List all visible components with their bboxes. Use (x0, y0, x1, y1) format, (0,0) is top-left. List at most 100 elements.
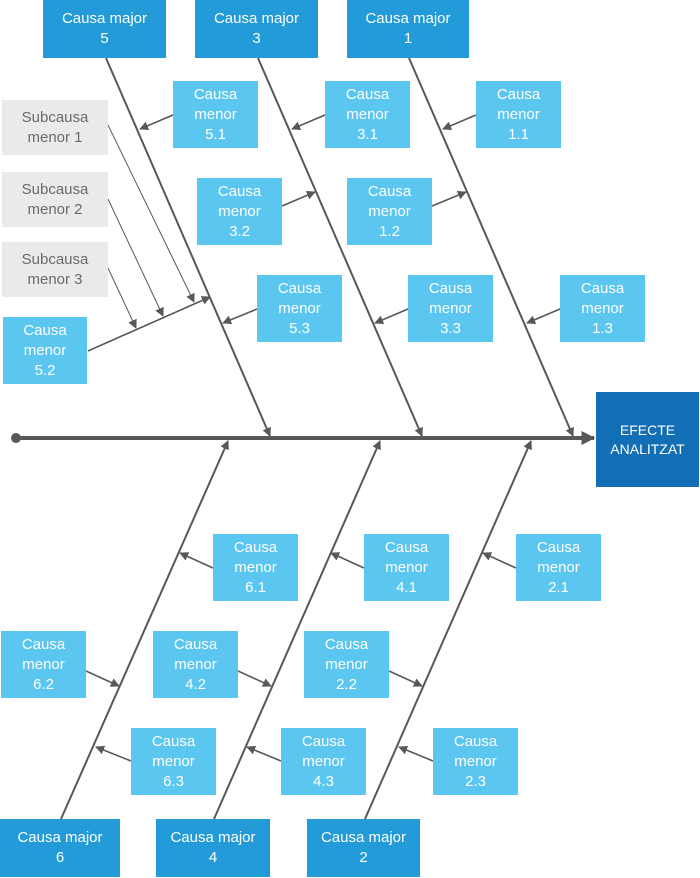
minor-cause-label: menor (194, 105, 237, 123)
minor-cause-number: 4.3 (313, 772, 334, 790)
arrow-minor-2.2 (388, 670, 423, 687)
arrow-minor-2.1 (482, 552, 517, 569)
major-cause-label: Causa major (61, 10, 148, 27)
minor-cause-label: menor (218, 202, 261, 220)
minor-cause-number: 5.3 (289, 319, 310, 337)
minor-cause-label: menor (346, 105, 389, 123)
minor-cause-number: 6.1 (245, 578, 266, 596)
bone-major-3 (257, 57, 423, 437)
minor-cause-number: 4.2 (185, 675, 206, 693)
subcause-label: Subcausa (21, 108, 89, 126)
minor-cause-label: menor (23, 341, 67, 359)
bone-major-2 (364, 440, 532, 820)
major-cause-number: 5 (100, 30, 109, 47)
minor-cause-label: menor (537, 558, 580, 576)
major-cause-label: Causa major (320, 829, 407, 846)
minor-cause-number: 3.1 (357, 125, 378, 143)
major-cause-5: Causa major 5 (43, 0, 166, 58)
minor-cause-3.2: Causa menor 3.2 (197, 178, 282, 245)
minor-cause-number: 5.2 (34, 361, 56, 379)
minor-cause-1.1: Causa menor 1.1 (476, 81, 561, 148)
arrow-subcause-3 (107, 267, 137, 329)
major-cause-label: Causa major (170, 829, 256, 846)
minor-cause-3.1: Causa menor 3.1 (325, 81, 410, 148)
arrow-minor-4.3 (246, 745, 282, 762)
effect-line2: ANALITZAT (610, 440, 685, 457)
minor-cause-number: 1.1 (508, 125, 529, 143)
arrow-minor-6.3 (95, 745, 132, 762)
minor-cause-number: 2.3 (465, 772, 486, 790)
minor-cause-label: Causa (428, 279, 473, 297)
arrow-minor-6.1 (179, 552, 214, 569)
arrow-minor-4.1 (330, 552, 365, 569)
minor-cause-label: Causa (193, 85, 238, 103)
minor-cause-number: 5.1 (205, 125, 226, 143)
major-cause-number: 6 (55, 849, 65, 866)
minor-cause-label: menor (368, 202, 411, 220)
subcause-label: Subcausa (21, 180, 89, 198)
minor-cause-6.2: Causa menor 6.2 (1, 631, 86, 698)
minor-cause-label: Causa (151, 732, 196, 750)
minor-cause-number: 1.2 (379, 222, 400, 240)
major-cause-label: Causa major (213, 10, 300, 27)
minor-cause-5.2: Causa menor 5.2 (3, 317, 87, 384)
subcause-number: menor 2 (27, 200, 83, 218)
arrow-minor-5.1 (139, 114, 174, 130)
minor-cause-label: menor (385, 558, 428, 576)
minor-cause-2.3: Causa menor 2.3 (433, 728, 518, 795)
minor-cause-label: Causa (21, 635, 66, 653)
arrow-subcause-1 (107, 124, 195, 303)
arrow-minor-4.2 (237, 670, 272, 687)
arrow-minor-3.2 (281, 191, 316, 207)
major-cause-2: Causa major 2 (307, 819, 420, 877)
effect-box: EFECTE ANALITZAT (596, 392, 699, 487)
minor-cause-label: menor (429, 299, 472, 317)
minor-cause-label: menor (152, 752, 195, 770)
major-cause-3: Causa major 3 (195, 0, 318, 58)
minor-cause-number: 1.3 (592, 319, 613, 337)
minor-cause-label: Causa (367, 182, 412, 200)
major-cause-number: 3 (252, 30, 261, 47)
bone-major-1 (408, 57, 574, 437)
subcause-label: Subcausa (21, 250, 89, 268)
minor-cause-label: Causa (580, 279, 625, 297)
minor-cause-label: Causa (277, 279, 322, 297)
minor-cause-label: Causa (173, 635, 218, 653)
major-cause-4: Causa major 4 (156, 819, 270, 877)
subcause-2: Subcausa menor 2 (2, 172, 108, 227)
arrow-minor-1.3 (526, 308, 561, 324)
arrow-minor-2.3 (398, 745, 434, 762)
minor-cause-label: Causa (324, 635, 369, 653)
minor-cause-label: Causa (23, 321, 67, 339)
minor-cause-number: 3.3 (440, 319, 461, 337)
arrow-minor-6.2 (85, 670, 120, 687)
minor-cause-label: menor (454, 752, 497, 770)
subcause-1: Subcausa menor 1 (2, 100, 108, 155)
minor-cause-number: 3.2 (229, 222, 250, 240)
minor-cause-label: menor (22, 655, 65, 673)
minor-cause-label: Causa (453, 732, 498, 750)
minor-cause-2.1: Causa menor 2.1 (516, 534, 601, 601)
minor-cause-label: Causa (384, 538, 429, 556)
minor-cause-number: 2.2 (336, 675, 357, 693)
bone-major-5 (105, 57, 271, 437)
arrow-minor-1.2 (431, 190, 467, 207)
minor-cause-1.2: Causa menor 1.2 (347, 178, 432, 245)
major-cause-6: Causa major 6 (0, 819, 120, 877)
arrow-minor-3.1 (291, 114, 326, 130)
arrow-minor-5.2 (87, 296, 211, 352)
minor-cause-number: 2.1 (548, 578, 569, 596)
minor-cause-label: menor (278, 299, 321, 317)
minor-cause-label: Causa (496, 85, 541, 103)
minor-cause-1.3: Causa menor 1.3 (560, 275, 645, 342)
arrow-minor-3.3 (374, 308, 409, 324)
minor-cause-label: menor (581, 299, 624, 317)
minor-cause-label: Causa (345, 85, 390, 103)
minor-cause-label: menor (174, 655, 217, 673)
arrow-subcause-2 (107, 198, 164, 317)
subcause-3: Subcausa menor 3 (2, 242, 108, 297)
bone-major-4 (213, 440, 381, 820)
minor-cause-4.1: Causa menor 4.1 (364, 534, 449, 601)
minor-cause-5.3: Causa menor 5.3 (257, 275, 342, 342)
minor-cause-4.2: Causa menor 4.2 (153, 631, 238, 698)
